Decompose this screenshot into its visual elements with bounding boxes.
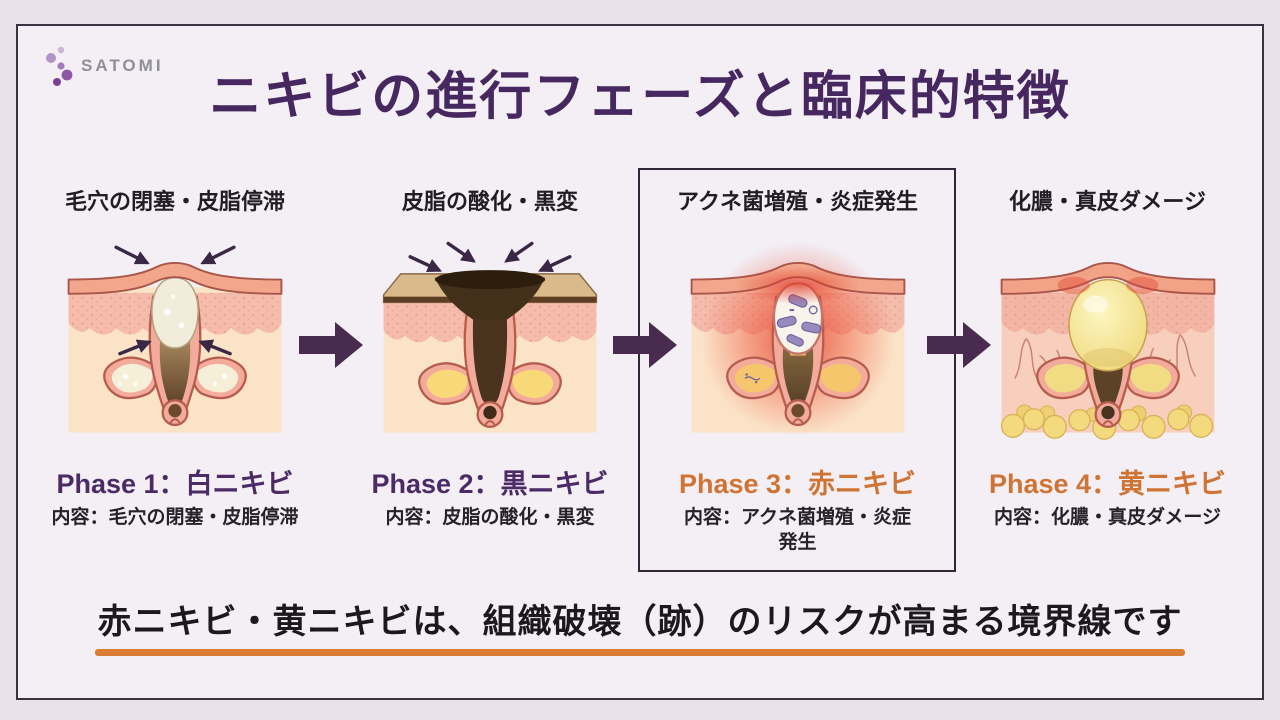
phase-4-header: 化膿・真皮ダメージ bbox=[1009, 189, 1206, 214]
page-title: ニキビの進行フェーズと臨床的特徴 bbox=[209, 68, 1071, 126]
phase-3-illustration bbox=[684, 232, 912, 444]
phase-3-highlight-box bbox=[638, 168, 956, 572]
phase-1-header: 毛穴の閉塞・皮脂停滞 bbox=[64, 189, 285, 214]
phase-4-column: 化膿・真皮ダメージ bbox=[965, 0, 1250, 720]
phase-1-skin-diagram-whitehead bbox=[67, 245, 283, 433]
phase-1-description: 内容：毛穴の閉塞・皮脂停滞 bbox=[51, 507, 299, 528]
phase-4-label: Phase 4：黄ニキビ bbox=[988, 469, 1227, 499]
brand-name: SATOMI bbox=[81, 56, 164, 75]
flow-arrow-icon bbox=[299, 322, 363, 368]
brand-logo: SATOMI bbox=[44, 44, 164, 88]
phase-2-illustration bbox=[376, 232, 604, 444]
flow-arrow-icon bbox=[927, 322, 991, 368]
phase-3-label: Phase 3：赤ニキビ bbox=[678, 469, 917, 499]
phase-3-header: アクネ菌増殖・炎症発生 bbox=[677, 189, 918, 214]
phase-1-label: Phase 1：白ニキビ bbox=[56, 469, 294, 499]
phase-4-skin-diagram-pustule bbox=[1000, 262, 1215, 440]
phase-3-skin-diagram-red-pimple bbox=[690, 241, 905, 436]
phase-3-description: 内容：アクネ菌増殖・炎症発生 bbox=[683, 507, 912, 553]
phase-2-header: 皮脂の酸化・黒変 bbox=[401, 189, 578, 214]
phase-4-description: 内容：化膿・真皮ダメージ bbox=[993, 507, 1222, 528]
phase-2-label: Phase 2：黒ニキビ bbox=[371, 469, 609, 499]
brand-dots-icon bbox=[46, 46, 73, 86]
phase-3-column: アクネ菌増殖・炎症発生 bbox=[655, 0, 940, 720]
phase-1-illustration bbox=[61, 232, 289, 444]
phase-2-skin-diagram-blackhead bbox=[382, 241, 598, 433]
footer-message: 赤ニキビ・黄ニキビは、組織破壊（跡）のリスクが高まる境界線です bbox=[97, 603, 1183, 641]
phase-4-illustration bbox=[994, 232, 1222, 444]
phase-2-column: 皮脂の酸化・黒変 bbox=[350, 0, 630, 720]
phase-1-column: 毛穴の閉塞・皮脂停滞 bbox=[35, 0, 315, 720]
flow-arrow-icon bbox=[613, 322, 677, 368]
phase-2-description: 内容：皮脂の酸化・黒変 bbox=[385, 507, 595, 528]
footer-underline bbox=[95, 649, 1185, 656]
